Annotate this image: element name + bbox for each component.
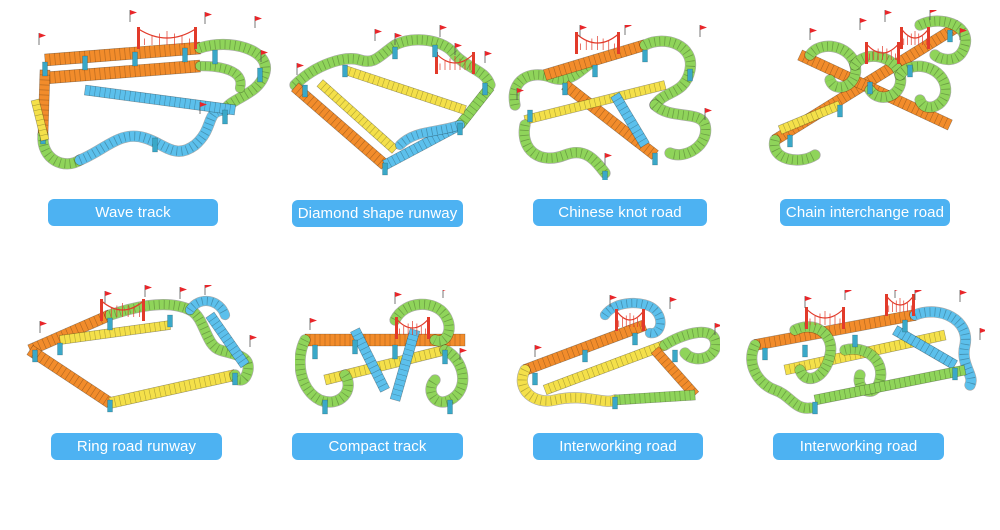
track-label-wave: Wave track	[48, 199, 218, 226]
track-label-interworking-1: Interworking road	[533, 433, 703, 460]
track-label-diamond: Diamond shape runway	[292, 200, 463, 227]
track-image-knot	[508, 25, 712, 180]
track-label-chain: Chain interchange road	[780, 199, 950, 226]
track-image-ring	[26, 285, 257, 413]
track-image-compact	[295, 290, 469, 415]
track-image-interworking-2	[746, 290, 985, 415]
track-label-ring: Ring road runway	[51, 433, 222, 460]
track-image-diamond	[289, 25, 496, 176]
track-image-interworking-1	[516, 295, 720, 410]
track-label-interworking-2: Interworking road	[773, 433, 944, 460]
track-image-chain	[768, 10, 972, 166]
track-label-compact: Compact track	[292, 433, 463, 460]
track-label-knot: Chinese knot road	[533, 199, 707, 226]
track-image-wave	[30, 10, 271, 170]
